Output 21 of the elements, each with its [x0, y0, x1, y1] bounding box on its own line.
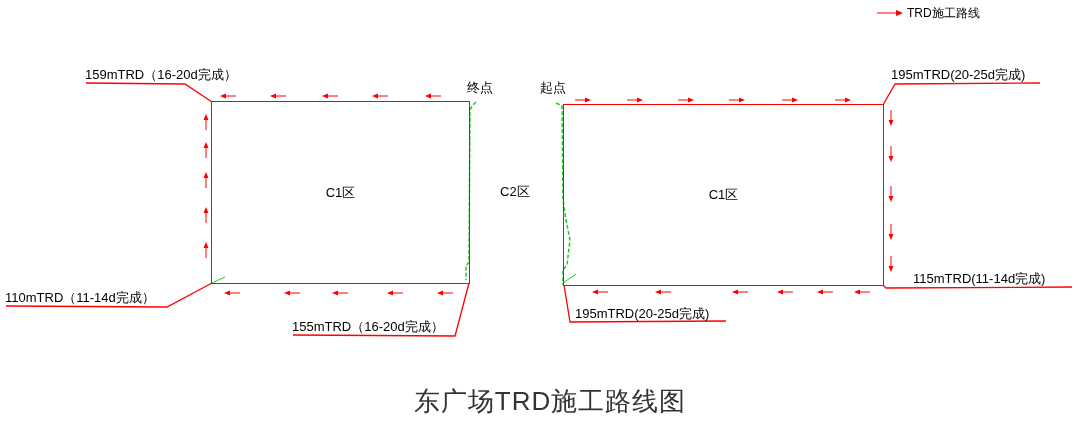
leader-line: [5, 282, 213, 308]
leader-line: [882, 82, 1041, 106]
zone-label: C1区: [325, 183, 356, 202]
leader-label: 195mTRD(20-25d完成): [891, 66, 1041, 84]
leader-line: [882, 284, 1073, 289]
zone-outline: [211, 101, 470, 284]
leader-label: 159mTRD（16-20d完成）: [85, 66, 247, 84]
leader-label: 155mTRD（16-20d完成）: [292, 318, 457, 336]
leader-label: 110mTRD（11-14d完成）: [5, 289, 167, 307]
zone-label: C1区: [708, 186, 739, 205]
leader-label: 115mTRD(11-14d完成): [913, 270, 1073, 288]
point-label: 终点: [467, 80, 493, 96]
leader-line: [85, 82, 213, 103]
zone-outline: [563, 104, 884, 286]
caption: 东广场TRD施工路线图: [412, 385, 688, 418]
point-label: C2区: [500, 184, 530, 200]
legend-text: TRD施工路线: [907, 5, 980, 22]
leader-line: [292, 282, 470, 337]
leader-line: [563, 284, 727, 323]
leader-label: 195mTRD(20-25d完成): [575, 305, 727, 322]
point-label: 起点: [540, 80, 566, 96]
